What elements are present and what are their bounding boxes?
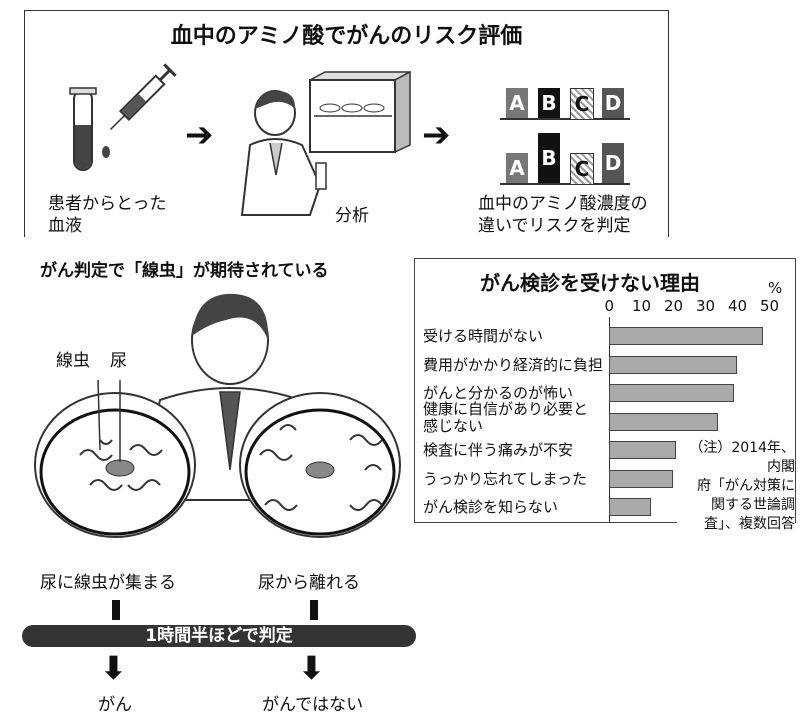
bar	[609, 469, 673, 488]
label-urine: 尿	[110, 351, 127, 371]
result-label-2: 違いでリスクを判定	[478, 216, 631, 236]
bar	[609, 355, 737, 374]
scientist-icon	[240, 90, 327, 216]
x-tick-label: 30	[696, 297, 716, 315]
blood-label-2: 血液	[48, 216, 82, 236]
label-worm: 線虫	[56, 351, 90, 371]
blood-tube-syringe-icon	[69, 63, 177, 171]
bar-chart: 0 10 20 30 40 50 受ける時間がない費用がかかり経済的に負担がんと分かるのが怖…	[415, 259, 795, 534]
category-label: 受ける時間がない	[423, 327, 544, 345]
chart-note: （注）2014年、内閣府「がん対策に関する世論調査」、複数回答	[677, 439, 795, 534]
chip-b: B	[538, 133, 560, 183]
arrow-down-icon: ⬇	[100, 649, 127, 687]
outcome-right: がんではない	[262, 695, 364, 715]
analysis-label: 分析	[335, 206, 369, 226]
bar	[609, 412, 718, 431]
bar	[609, 327, 763, 345]
x-tick-label: 40	[728, 297, 748, 315]
chart-title: がん検診を受けない理由	[480, 271, 700, 295]
x-tick-label: 0	[604, 297, 615, 315]
top-title: 血中のアミノ酸でがんのリスク評価	[170, 24, 523, 49]
nematode-title: がん判定で「線虫」が期待されている	[40, 261, 329, 281]
x-tick-label: 50	[760, 297, 780, 315]
chart-panel: がん検診を受けない理由 % 0 10 20 30 40 50 受ける時間がない費用がかかり経…	[414, 258, 796, 534]
connector-left	[112, 600, 120, 620]
chart-unit: %	[768, 279, 783, 297]
baseline-1	[500, 118, 630, 120]
chip-d: D	[602, 88, 624, 118]
nematode-illustration	[34, 293, 401, 538]
chip-c: C	[570, 153, 594, 185]
top-panel-frame	[24, 10, 669, 237]
arrow-right-icon: ➔	[185, 115, 214, 155]
outcome-left: がん	[98, 695, 132, 715]
x-tick-label: 10	[632, 297, 652, 315]
arrow-down-icon: ⬇	[298, 649, 325, 687]
category-label: がんと分かるのが怖い	[423, 384, 574, 402]
chip-a: A	[506, 88, 528, 118]
blood-label-1: 患者からとった	[48, 194, 167, 214]
connector-right	[310, 600, 318, 620]
category-label: 検査に伴う痛みが不安	[423, 441, 574, 459]
chip-d: D	[602, 143, 624, 183]
analyzer-cabinet-icon	[309, 70, 411, 154]
baseline-2	[500, 183, 630, 185]
chip-b: B	[538, 88, 560, 118]
category-label: がん検診を知らない	[423, 498, 559, 516]
chip-a: A	[506, 153, 528, 183]
arrow-right-icon: ➔	[422, 115, 451, 155]
chip-c: C	[570, 88, 594, 120]
category-label: 費用がかかり経済的に負担	[423, 355, 604, 374]
category-label: うっかり忘れてしまった	[423, 469, 587, 488]
bar	[609, 441, 677, 459]
judgement-banner: 1時間半ほどで判定	[22, 625, 416, 647]
left-result: 尿に線虫が集まる	[40, 573, 176, 593]
bar	[609, 384, 734, 402]
bar	[609, 498, 651, 516]
x-tick-label: 20	[664, 297, 684, 315]
category-label: 健康に自信があり必要と感じない	[423, 399, 589, 435]
result-label-1: 血中のアミノ酸濃度の	[478, 194, 648, 214]
right-result: 尿から離れる	[258, 573, 360, 593]
